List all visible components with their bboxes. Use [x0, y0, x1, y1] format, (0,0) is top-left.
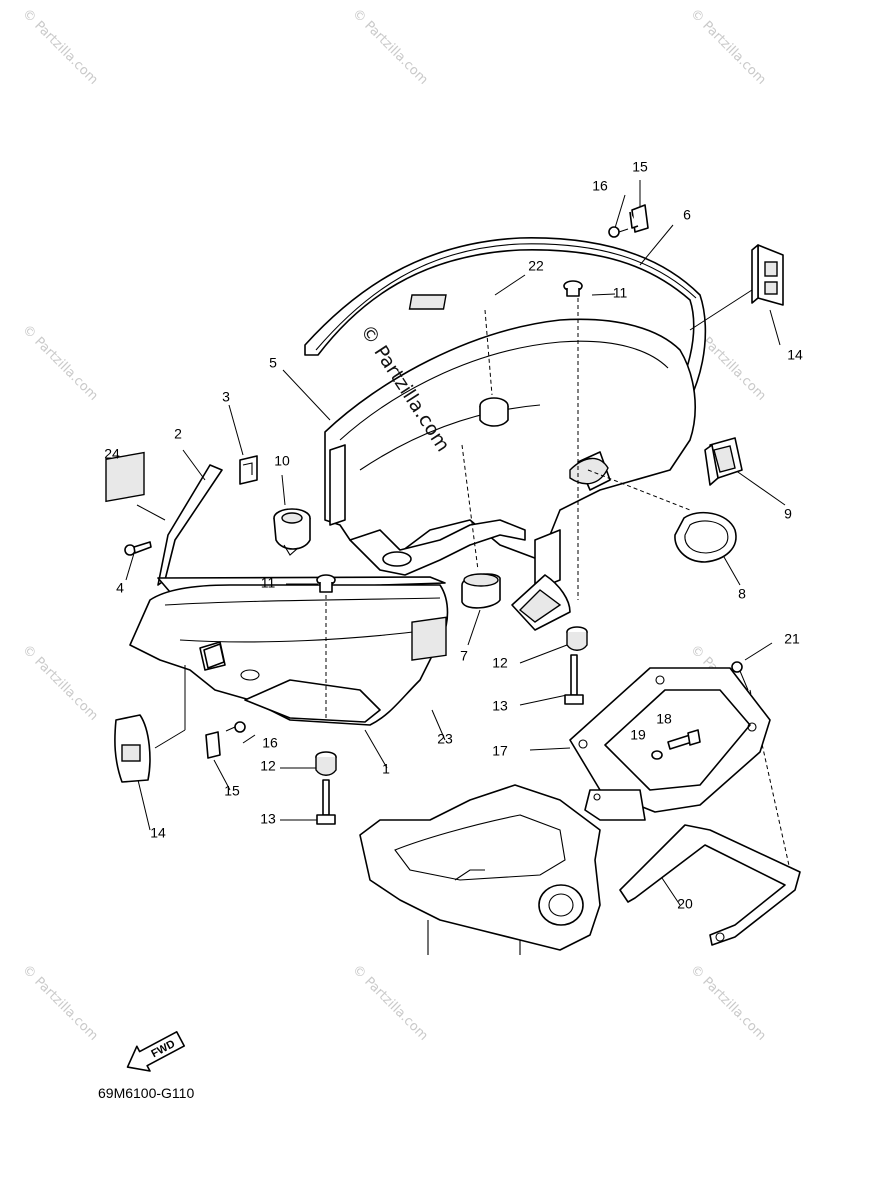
callout-15-lower: 15 — [224, 783, 240, 799]
bottom-cowling-part-5 — [324, 318, 696, 631]
clip-part-3 — [239, 455, 258, 485]
callout-16-lower: 16 — [262, 735, 278, 751]
callout-18: 18 — [656, 711, 672, 727]
callout-labels: 1 2 3 4 5 6 7 8 9 10 11 11 12 12 13 13 1… — [104, 159, 803, 912]
grommet-part-11-lower — [316, 574, 336, 593]
grommet-part-7 — [461, 573, 501, 609]
watermark: © Partzilla.com — [687, 6, 769, 88]
plate-part-14-upper — [751, 244, 784, 306]
diagram-code: 69M6100-G110 — [98, 1085, 194, 1101]
callout-1: 1 — [382, 761, 390, 777]
callout-21: 21 — [784, 631, 800, 647]
callout-16-upper: 16 — [592, 178, 608, 194]
callout-20: 20 — [677, 896, 693, 912]
callout-22: 22 — [528, 258, 544, 274]
callout-3: 3 — [222, 389, 230, 405]
watermark: © Partzilla.com — [349, 962, 431, 1044]
callout-24: 24 — [104, 446, 120, 462]
bolt-part-18 — [667, 729, 701, 750]
callout-2: 2 — [174, 426, 182, 442]
callout-23: 23 — [437, 731, 453, 747]
callout-12-left: 12 — [260, 758, 276, 774]
grommet-part-10 — [273, 508, 311, 556]
clip-part-15-upper — [629, 204, 649, 233]
screw-part-4 — [124, 541, 152, 556]
callout-13-left: 13 — [260, 811, 276, 827]
grommet-part-8 — [674, 511, 737, 563]
callout-9: 9 — [784, 506, 792, 522]
callout-8: 8 — [738, 586, 746, 602]
bottom-cowling-part-1 — [129, 584, 449, 726]
callout-6: 6 — [683, 207, 691, 223]
screw-part-16-lower — [225, 721, 246, 733]
callout-13-right: 13 — [492, 698, 508, 714]
callout-11-upper: 11 — [613, 285, 628, 301]
watermark: © Partzilla.com — [349, 6, 431, 88]
clip-part-15-lower — [205, 731, 221, 759]
callout-10: 10 — [274, 453, 290, 469]
handle-part-20 — [619, 824, 801, 946]
callout-12-right: 12 — [492, 655, 508, 671]
screw-part-21 — [731, 661, 749, 691]
callout-11-lower: 11 — [261, 575, 276, 591]
watermark: © Partzilla.com — [19, 642, 101, 724]
label-part-24 — [105, 451, 145, 503]
callout-7: 7 — [460, 648, 468, 664]
screw-part-16-upper — [608, 226, 629, 238]
fwd-direction-arrow: FWD — [126, 1031, 186, 1072]
grommet-part-9 — [704, 437, 743, 486]
watermark: © Partzilla.com — [19, 6, 101, 88]
watermark: © Partzilla.com — [19, 962, 101, 1044]
watermark: © Partzilla.com — [19, 322, 101, 404]
bolt-part-13-right — [564, 654, 584, 705]
callout-14-upper: 14 — [787, 347, 803, 363]
callout-17: 17 — [492, 743, 508, 759]
label-part-23 — [411, 616, 447, 661]
bolt-part-13-left — [316, 779, 336, 825]
engine-base-outline — [359, 784, 601, 955]
bracket-part-17 — [569, 667, 771, 821]
clip-part-on-cowling — [203, 643, 225, 669]
callout-15-upper: 15 — [632, 159, 648, 175]
callout-4: 4 — [116, 580, 124, 596]
washer-part-19 — [651, 750, 663, 760]
mount-part-12-left — [315, 751, 337, 776]
plate-part-14-lower — [114, 714, 151, 783]
mount-part-12-right — [566, 626, 588, 651]
grommet-part-11-upper — [563, 280, 583, 297]
callout-5: 5 — [269, 355, 277, 371]
watermark: © Partzilla.com — [687, 962, 769, 1044]
label-part-22 — [408, 294, 447, 310]
callout-14-lower: 14 — [150, 825, 166, 841]
callout-19: 19 — [630, 727, 646, 743]
